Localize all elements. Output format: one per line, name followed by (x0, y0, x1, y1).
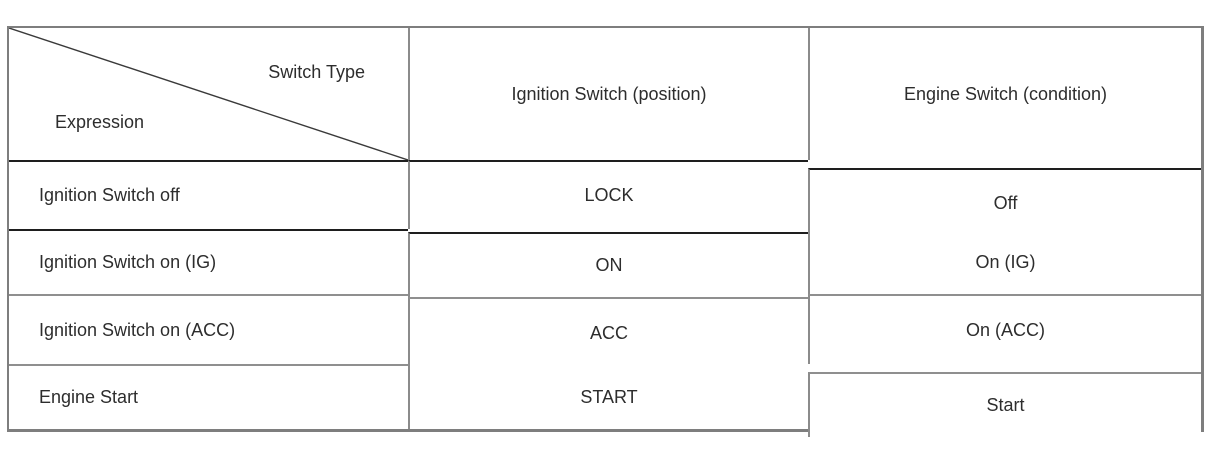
ignition-position-cell: ACC (408, 297, 808, 367)
expression-cell: Ignition Switch on (ACC) (9, 294, 408, 364)
engine-condition-cell: Start (808, 372, 1201, 437)
switch-type-table: Switch Type Expression Ignition Switch (… (7, 26, 1204, 437)
engine-condition-cell: Off (808, 168, 1201, 237)
column-header-ignition-switch: Ignition Switch (position) (408, 28, 808, 160)
corner-expression-label: Expression (55, 112, 145, 132)
corner-switch-type-label: Switch Type (268, 62, 365, 82)
engine-condition-cell: On (IG) (808, 229, 1201, 294)
expression-cell: Ignition Switch off (9, 160, 408, 229)
corner-header-cell: Switch Type Expression (9, 28, 408, 160)
expression-cell: Ignition Switch on (IG) (9, 229, 408, 294)
ignition-position-cell: LOCK (408, 160, 808, 229)
ignition-position-cell: ON (408, 232, 808, 297)
expression-cell: Engine Start (9, 364, 408, 429)
ignition-position-cell: START (408, 364, 808, 429)
diagonal-divider-line (9, 28, 408, 160)
column-header-engine-switch: Engine Switch (condition) (808, 28, 1201, 160)
engine-condition-cell: On (ACC) (808, 294, 1201, 364)
